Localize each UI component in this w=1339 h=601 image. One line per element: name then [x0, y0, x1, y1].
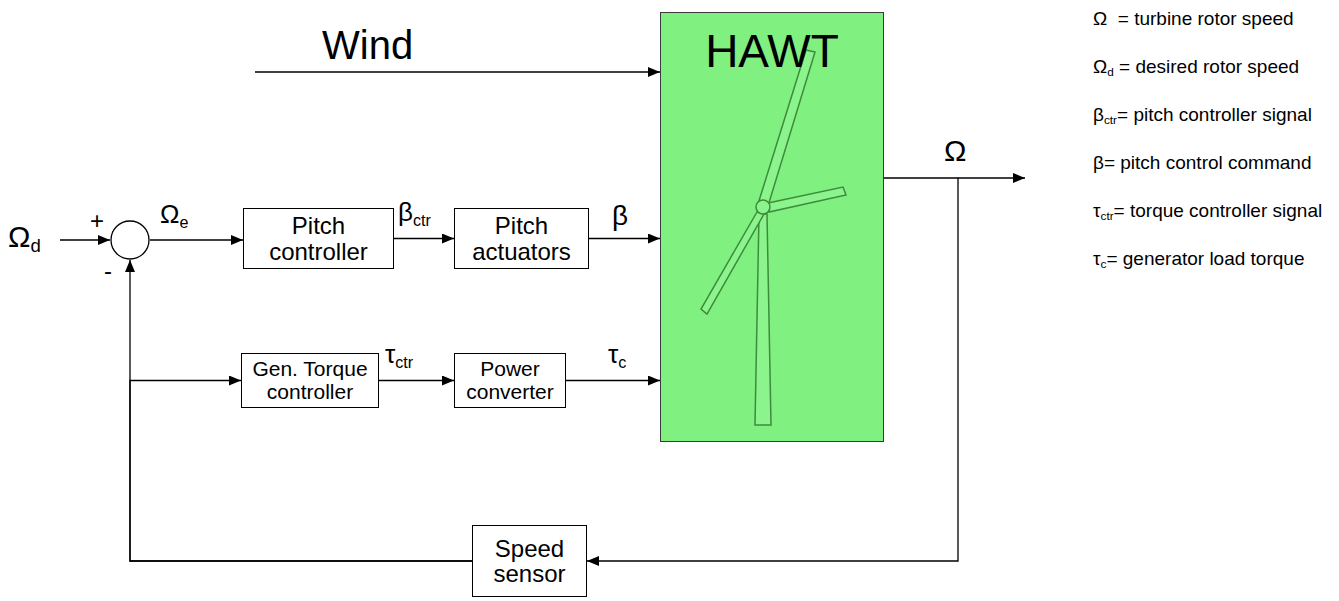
signal-arrow	[379, 380, 454, 381]
turbine-blade	[768, 187, 846, 212]
box-label: Pitch actuators	[455, 213, 588, 263]
signal-label: β	[612, 200, 628, 232]
box-text-group: Pitch controller	[244, 213, 393, 263]
signal-arrow	[589, 238, 660, 239]
signal-arrow	[566, 380, 660, 381]
signal-arrow	[394, 238, 454, 239]
wind-label: Wind	[322, 22, 413, 68]
box-label: HAWT	[705, 27, 839, 75]
subscript: ctr	[1104, 113, 1117, 126]
turbine-box: HAWT	[660, 12, 884, 442]
turbine-blade	[701, 212, 764, 314]
symbol-definition: τc= generator load torque	[1093, 248, 1304, 271]
setpoint-arrow	[60, 239, 110, 240]
wind-arrow	[255, 71, 660, 72]
converter-box: Power converter	[454, 353, 566, 408]
signal-label: βctr	[398, 198, 431, 229]
box-text-group: Pitch actuators	[455, 213, 588, 263]
summing-junction: +-	[110, 220, 150, 260]
controller-box: Gen. Torque controller	[241, 353, 379, 408]
turbine-panel-fill	[660, 12, 884, 442]
symbol-definition: β= pitch control command	[1093, 152, 1311, 174]
wind-turbine-icon	[701, 50, 846, 425]
turbine-tower	[755, 214, 771, 425]
junction-circle	[111, 221, 149, 259]
subscript: ctr	[413, 211, 431, 229]
box-text-group: Power converter	[455, 358, 565, 402]
signal-label: Ωe	[160, 200, 188, 231]
subscript: e	[179, 213, 188, 231]
output-arrow	[958, 177, 1025, 178]
sign-plus: +	[90, 208, 104, 234]
sign-minus: -	[104, 258, 112, 284]
symbol-definition: Ωd = desired rotor speed	[1093, 56, 1299, 79]
symbol-definition: Ω = turbine rotor speed	[1093, 8, 1294, 30]
subscript: d	[30, 235, 40, 256]
signal-arrow	[587, 178, 958, 561]
sensor-box: Speed sensor	[472, 525, 587, 597]
symbol-definition: τctr= torque controller signal	[1093, 200, 1322, 223]
subscript: ctr	[395, 353, 413, 371]
subscript: c	[1101, 257, 1107, 270]
signal-label: Ω	[944, 134, 966, 169]
box-label: Gen. Torque controller	[242, 358, 378, 402]
signal-label: τc	[608, 340, 626, 371]
box-label: Power converter	[455, 358, 565, 402]
box-text-group: Gen. Torque controller	[242, 358, 378, 402]
box-text-group: Speed sensor	[473, 536, 586, 586]
actuator-box: Pitch actuators	[454, 208, 589, 269]
signal-label: τctr	[385, 340, 413, 371]
box-label: Pitch controller	[244, 213, 393, 263]
box-label: Speed sensor	[473, 536, 586, 586]
signal-arrow	[150, 239, 243, 240]
symbol-definition: βctr= pitch controller signal	[1093, 104, 1312, 127]
subscript: d	[1107, 65, 1114, 78]
box-text-group: HAWT	[705, 27, 839, 75]
signal-arrow	[130, 260, 472, 561]
turbine-hub	[756, 200, 770, 214]
junction-outline	[110, 220, 150, 260]
signal-name: Ωd	[8, 220, 41, 257]
subscript: ctr	[1101, 209, 1114, 222]
controller-box: Pitch controller	[243, 208, 394, 269]
subscript: c	[618, 353, 626, 371]
